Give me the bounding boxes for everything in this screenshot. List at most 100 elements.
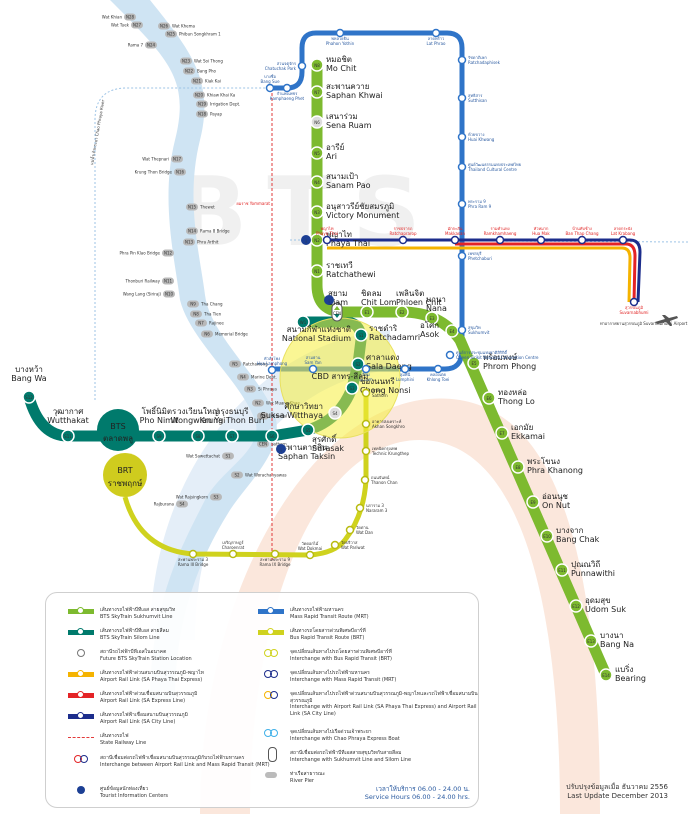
station-marker[interactable]	[345, 525, 355, 535]
station-marker[interactable]	[61, 429, 75, 443]
station-marker[interactable]	[355, 503, 365, 513]
station-marker[interactable]	[395, 305, 409, 319]
mrt-station-queen-sirikit-national-convention-centre[interactable]: ศูนย์การประชุมแห่งชาติสิริกิติ์Queen Sir…	[445, 349, 540, 360]
station-sanam-pao[interactable]: N4	[310, 175, 324, 189]
station-national-stadium[interactable]: W1	[296, 315, 310, 329]
station-suksa-witthaya[interactable]: S4	[328, 406, 342, 420]
station-marker[interactable]	[152, 429, 166, 443]
station-marker[interactable]	[330, 540, 340, 550]
station-chit-lom[interactable]: E1	[360, 305, 374, 319]
tourist-info-icon[interactable]: i	[301, 235, 311, 245]
station-marker[interactable]	[301, 423, 315, 437]
station-marker[interactable]	[433, 364, 443, 374]
station-marker[interactable]	[328, 406, 342, 420]
station-ari[interactable]: N5	[310, 146, 324, 160]
station-udom-suk[interactable]: E12	[569, 599, 583, 613]
station-marker[interactable]	[457, 251, 467, 261]
station-marker[interactable]	[495, 426, 509, 440]
station-marker[interactable]	[354, 328, 368, 342]
station-marker[interactable]	[457, 325, 467, 335]
station-marker[interactable]	[361, 364, 371, 374]
station-ekkamai[interactable]: E7	[495, 426, 509, 440]
station-marker[interactable]	[618, 235, 628, 245]
station-marker[interactable]	[360, 475, 370, 485]
station-marker[interactable]	[228, 549, 238, 559]
station-marker[interactable]	[191, 429, 205, 443]
station-marker[interactable]	[361, 388, 371, 398]
station-marker[interactable]	[282, 83, 292, 93]
station-marker[interactable]	[305, 550, 315, 560]
station-marker[interactable]	[188, 549, 198, 559]
station-marker[interactable]	[351, 357, 365, 371]
brt-station-wat-dokmai[interactable]: วัดดอกไม้Wat Dokmai	[298, 541, 322, 560]
station-wutthakat[interactable]: S11	[61, 429, 75, 443]
station-marker[interactable]	[361, 446, 371, 456]
station-marker[interactable]	[526, 495, 540, 509]
station-siam-interchange[interactable]	[331, 302, 343, 322]
tourist-info-icon[interactable]: i	[324, 295, 334, 305]
station-punnawithi[interactable]: E11	[555, 563, 569, 577]
station-marker[interactable]	[445, 350, 455, 360]
mrt-station-phetchaburi[interactable]: เพชรบุรีPhetchaburi	[457, 251, 493, 261]
station-saphan-taksin[interactable]: S6	[265, 429, 279, 443]
station-marker[interactable]	[310, 264, 324, 278]
station-wongwian-yai[interactable]: S8	[191, 429, 205, 443]
station-marker[interactable]	[308, 364, 318, 374]
station-marker[interactable]	[457, 55, 467, 65]
station-sena-ruam[interactable]: N6	[310, 115, 324, 129]
station-phloen-chit[interactable]: E2	[395, 305, 409, 319]
station-bang-chak[interactable]: E10	[540, 529, 554, 543]
station-marker[interactable]	[457, 162, 467, 172]
station-phra-khanong[interactable]: E8	[511, 460, 525, 474]
station-thong-lo[interactable]: E6	[482, 391, 496, 405]
station-krung-thon-buri[interactable]: S7	[225, 429, 239, 443]
airport-link-station-suvarnabhumi[interactable]: สุวรรณภูมิSuvarnabhumi	[619, 297, 649, 316]
station-pho-nimit[interactable]: S9	[152, 429, 166, 443]
station-marker[interactable]	[511, 460, 525, 474]
station-bang-na[interactable]: E13	[584, 634, 598, 648]
station-marker[interactable]	[270, 549, 280, 559]
station-marker[interactable]	[431, 28, 441, 38]
station-marker[interactable]	[22, 390, 36, 404]
station-marker[interactable]	[267, 365, 277, 375]
station-marker[interactable]	[310, 175, 324, 189]
station-marker[interactable]	[398, 235, 408, 245]
station-ratchadamri[interactable]: S1	[354, 328, 368, 342]
station-marker[interactable]	[335, 28, 345, 38]
station-marker[interactable]	[450, 235, 460, 245]
station-phrom-phong[interactable]: E5	[467, 356, 481, 370]
